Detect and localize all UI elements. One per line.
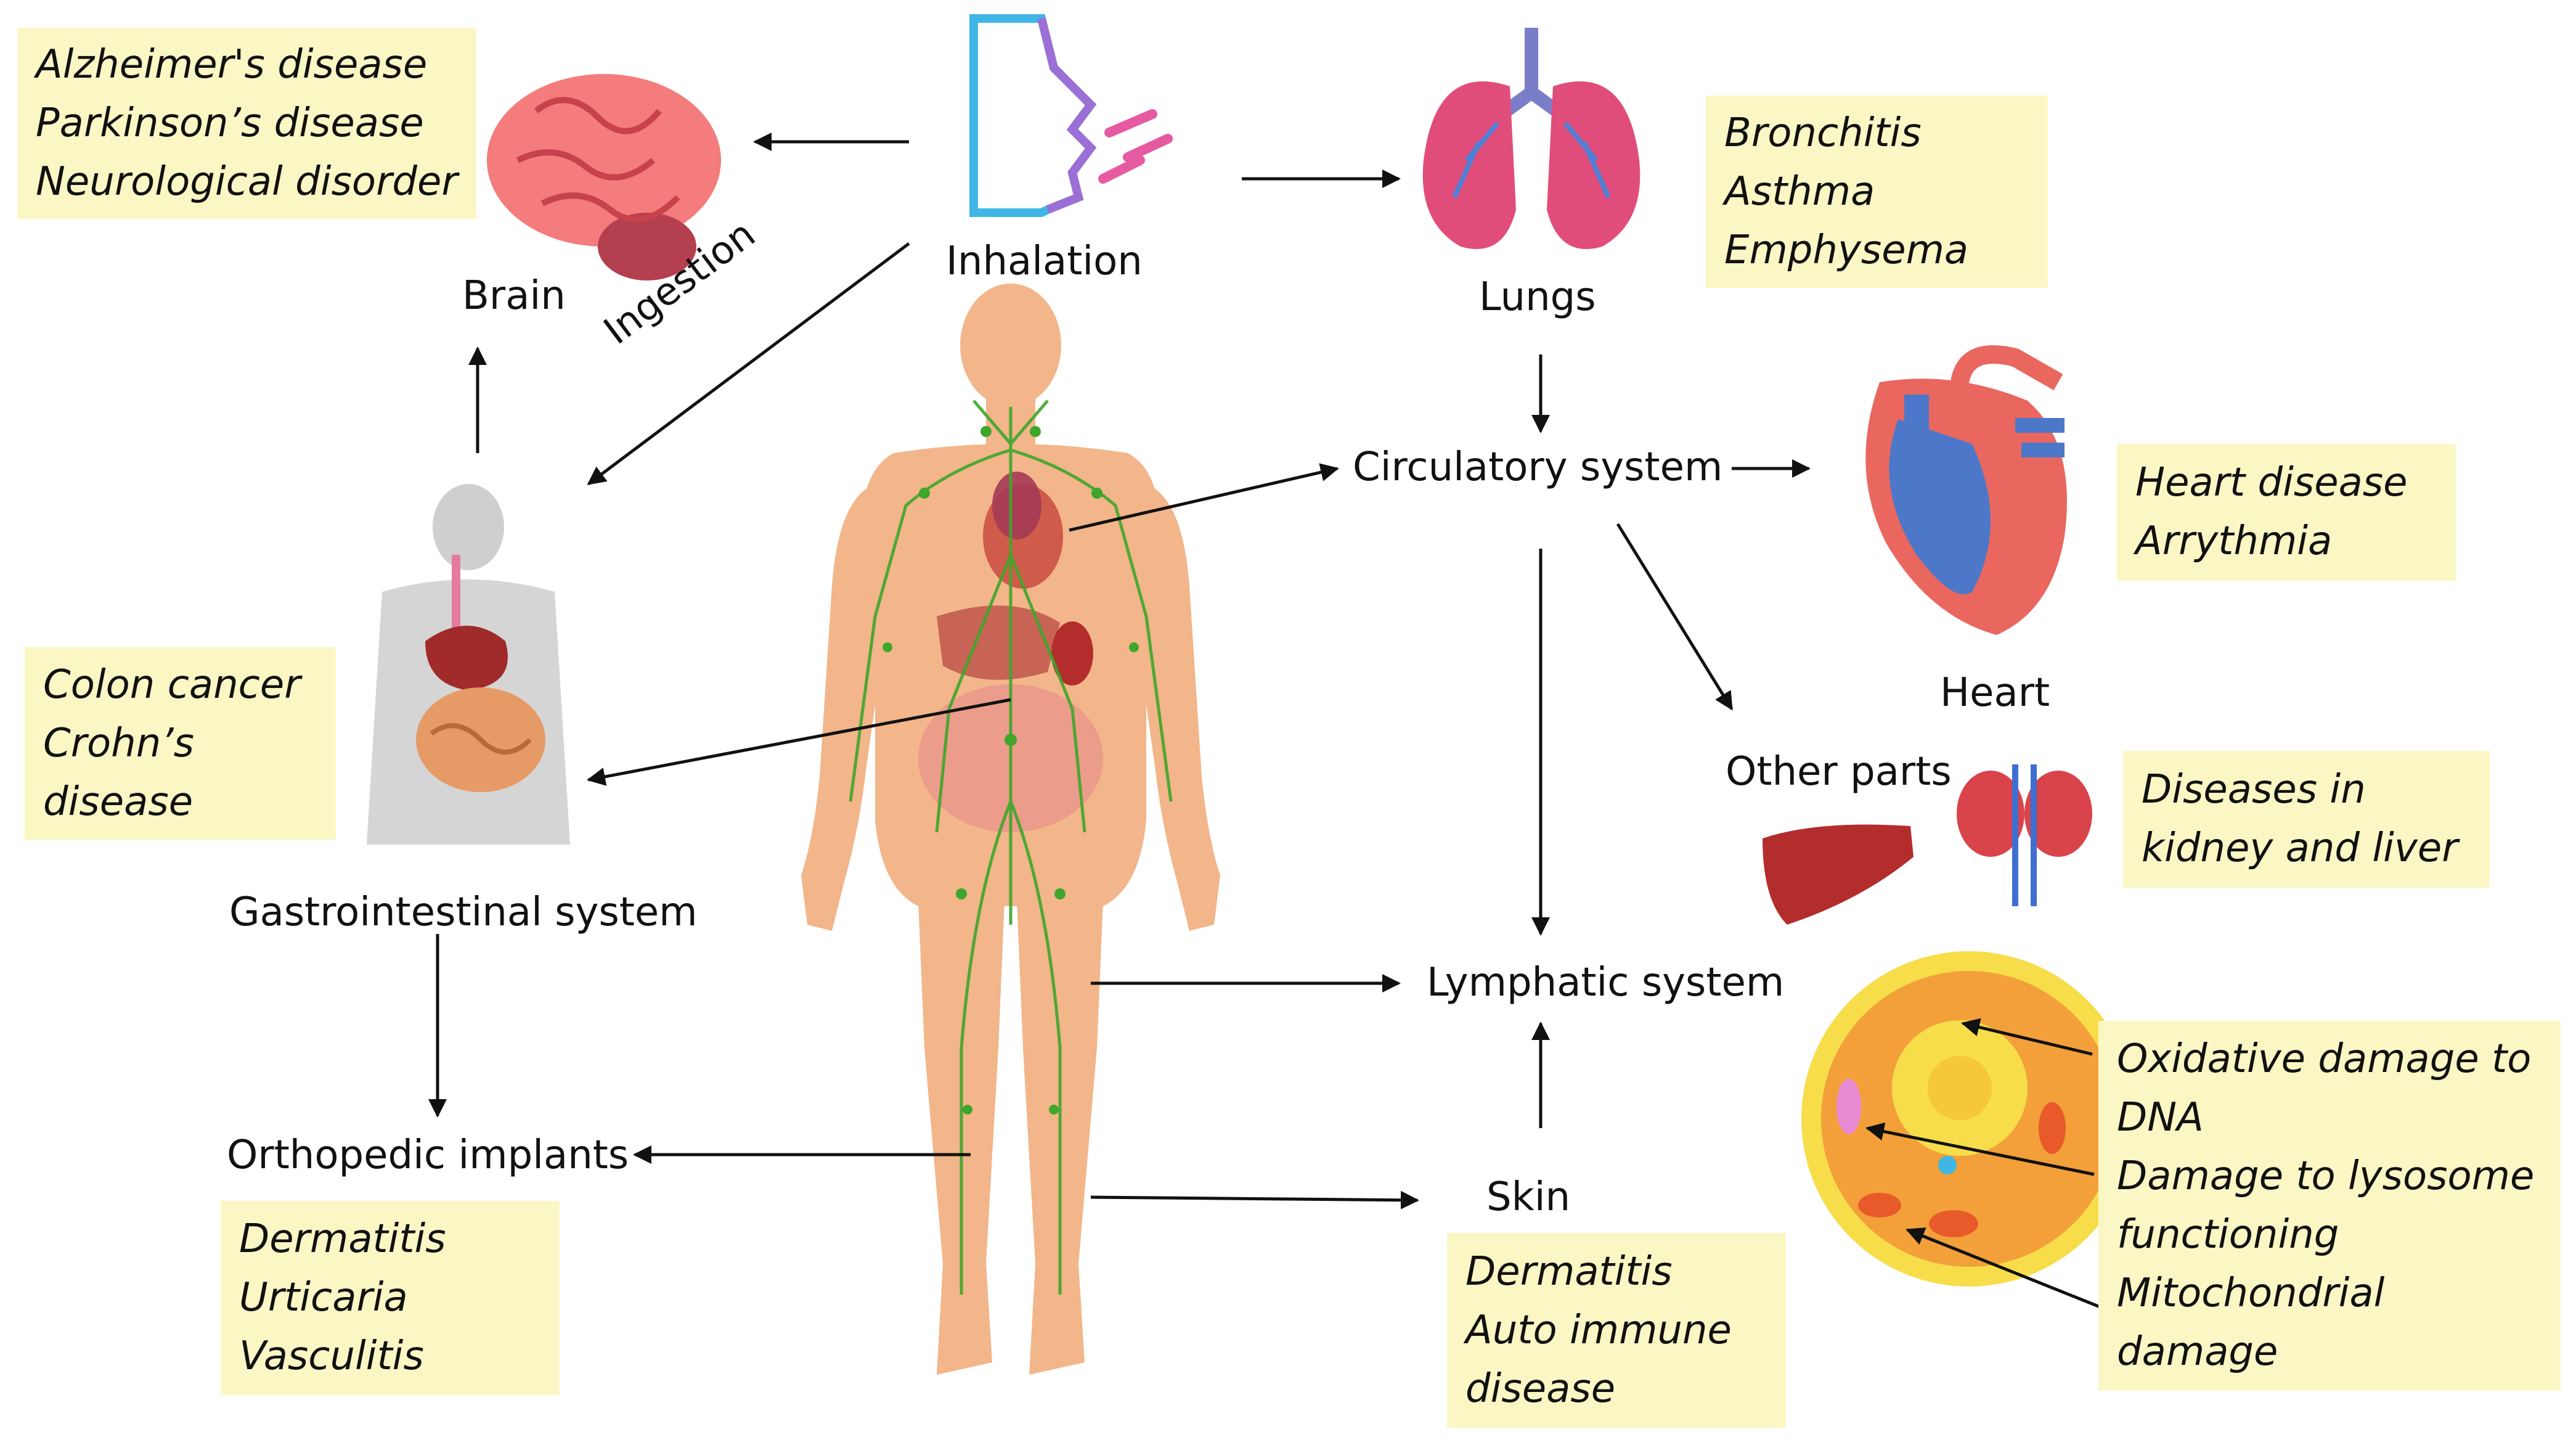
lymphatic-system-label: Lymphatic system	[1427, 960, 1785, 1005]
inhalation-label: Inhalation	[946, 239, 1143, 284]
implant-diseases-box: Dermatitis Urticaria Vasculitis	[221, 1201, 560, 1395]
disease-item: Asthma	[1724, 168, 1875, 215]
disease-item: Diseases in	[2142, 767, 2366, 813]
digestive-system-icon	[367, 484, 570, 845]
other-parts-label: Other parts	[1726, 749, 1952, 795]
disease-item: Heart disease	[2135, 460, 2408, 506]
disease-item: Crohn’s	[43, 720, 194, 766]
disease-item: Urticaria	[239, 1275, 408, 1320]
flow-arrows	[428, 133, 2108, 1312]
disease-item: kidney and liver	[2142, 825, 2458, 871]
brain-diseases-box: Alzheimer's disease Parkinson’s disease …	[17, 28, 476, 219]
disease-item: Dermatitis	[1465, 1248, 1673, 1295]
disease-item: Colon cancer	[43, 661, 301, 708]
disease-item: Vasculitis	[239, 1333, 424, 1379]
disease-item: Mitochondrial	[2117, 1271, 2385, 1316]
lungs-icon	[1422, 28, 1641, 249]
disease-item: damage	[2117, 1329, 2278, 1375]
skin-diseases-box: Dermatitis Auto immune disease	[1447, 1233, 1786, 1428]
disease-item: Bronchitis	[1724, 110, 1922, 156]
circulatory-system-label: Circulatory system	[1353, 444, 1723, 490]
brain-label: Brain	[462, 273, 566, 319]
orthopedic-implants-label: Orthopedic implants	[227, 1132, 629, 1178]
disease-item: disease	[1465, 1365, 1616, 1412]
disease-item: Parkinson’s disease	[36, 100, 424, 146]
kidney-liver-diseases-box: Diseases in kidney and liver	[2123, 751, 2490, 888]
cell-icon	[1801, 951, 2137, 1287]
disease-item: functioning	[2117, 1212, 2339, 1258]
lung-diseases-box: Bronchitis Asthma Emphysema	[1706, 96, 2048, 288]
disease-item: Alzheimer's disease	[36, 41, 428, 88]
disease-item: disease	[43, 779, 194, 825]
heart-diseases-box: Heart disease Arrythmia	[2117, 444, 2456, 581]
heart-icon	[1865, 345, 2067, 635]
skin-label: Skin	[1486, 1174, 1571, 1220]
brain-icon	[487, 74, 721, 280]
disease-item: Arrythmia	[2135, 518, 2333, 564]
disease-item: Dermatitis	[239, 1216, 446, 1262]
disease-item: Emphysema	[1724, 227, 1969, 273]
heart-label: Heart	[1940, 670, 2050, 716]
disease-item: Damage to lysosome	[2117, 1153, 2535, 1199]
disease-item: Auto immune	[1465, 1307, 1732, 1353]
disease-item: DNA	[2117, 1095, 2204, 1140]
cell-damage-box: Oxidative damage to DNA Damage to lysoso…	[2098, 1021, 2561, 1391]
gastro-diseases-box: Colon cancer Crohn’s disease	[25, 647, 336, 840]
gastrointestinal-system-label: Gastrointestinal system	[229, 890, 698, 935]
human-body-icon	[801, 284, 1220, 1375]
liver-icon	[1763, 824, 1914, 925]
lungs-label: Lungs	[1479, 274, 1596, 320]
kidney-icon	[1957, 764, 2092, 906]
disease-item: Neurological disorder	[36, 158, 458, 205]
disease-item: Oxidative damage to	[2117, 1036, 2532, 1082]
face-inhalation-icon	[969, 14, 1173, 217]
